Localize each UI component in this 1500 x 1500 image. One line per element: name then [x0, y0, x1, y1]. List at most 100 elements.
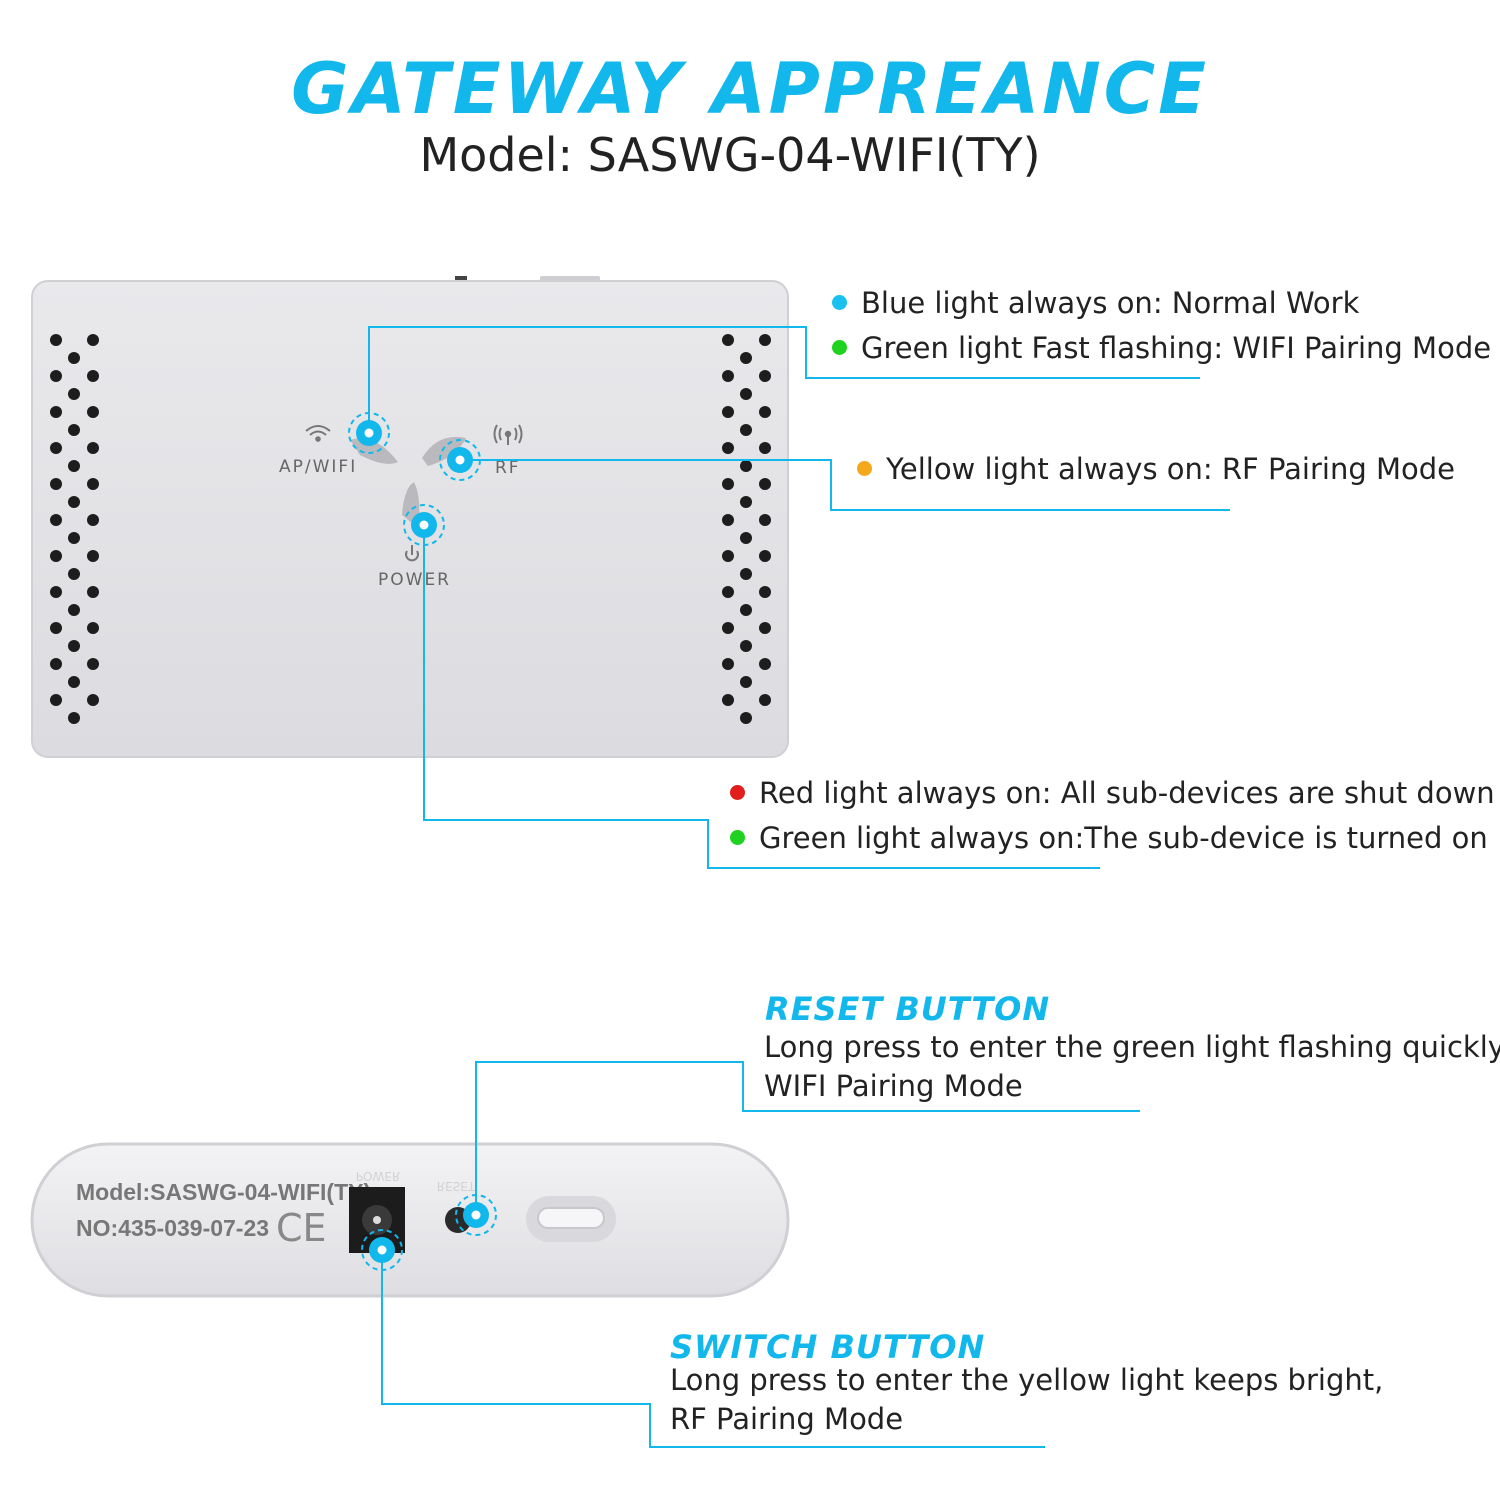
vent-hole — [740, 532, 752, 544]
vent-hole — [759, 334, 771, 346]
gateway-side-body — [30, 1142, 790, 1298]
vent-hole — [68, 496, 80, 508]
vent-hole — [87, 622, 99, 634]
vent-hole — [68, 712, 80, 724]
power-leader-line — [423, 525, 1100, 869]
right-vent-holes — [722, 334, 771, 724]
vent-hole — [87, 550, 99, 562]
vent-hole — [87, 658, 99, 670]
vent-hole — [759, 442, 771, 454]
vent-hole — [759, 478, 771, 490]
switch-leader-line — [381, 1250, 1045, 1448]
power-indicator-label: POWER — [378, 570, 451, 590]
vent-hole — [759, 586, 771, 598]
green-status-dot — [730, 829, 745, 845]
vent-hole — [740, 676, 752, 688]
vent-hole — [722, 478, 734, 490]
vent-hole — [87, 514, 99, 526]
vent-hole — [50, 694, 62, 706]
vent-hole — [740, 496, 752, 508]
vent-hole — [68, 388, 80, 400]
front-panel: AP/WIFI RF POWER — [31, 276, 789, 758]
vent-hole — [722, 406, 734, 418]
vent-hole — [68, 676, 80, 688]
rf-led-lens — [422, 436, 466, 466]
vent-hole — [50, 586, 62, 598]
vent-hole — [759, 406, 771, 418]
yellow-status-dot — [857, 460, 872, 476]
reset-leader-line — [475, 1061, 1140, 1215]
wifi-callout-item: Green light Fast flashing: WIFI Pairing … — [832, 331, 1491, 365]
vent-hole — [68, 424, 80, 436]
power-icon — [405, 545, 419, 562]
vent-hole — [87, 334, 99, 346]
vent-hole — [722, 514, 734, 526]
side-serial-text: NO:435-039-07-23 — [76, 1215, 269, 1241]
vent-hole — [68, 532, 80, 544]
rf-led-marker — [439, 439, 481, 481]
reset-button-title: RESET BUTTON — [765, 990, 1051, 1028]
vent-hole — [68, 460, 80, 472]
power-callout-item: Green light always on:The sub-device is … — [730, 821, 1488, 855]
wifi-led-marker — [348, 412, 390, 454]
wifi-led-lens — [350, 438, 398, 464]
blue-status-dot — [832, 294, 847, 310]
vent-hole — [50, 622, 62, 634]
vent-hole — [50, 658, 62, 670]
wifi-indicator-label: AP/WIFI — [279, 457, 357, 477]
rf-indicator-label: RF — [495, 458, 521, 478]
vent-hole — [68, 568, 80, 580]
vent-hole — [722, 550, 734, 562]
left-vent-holes — [50, 334, 99, 724]
vent-hole — [50, 442, 62, 454]
vent-hole — [722, 442, 734, 454]
reset-button-marker — [455, 1194, 497, 1236]
reset-button-desc-line2: WIFI Pairing Mode — [764, 1069, 1023, 1103]
vent-hole — [50, 406, 62, 418]
vent-hole — [740, 568, 752, 580]
side-panel: Model:SASWG-04-WIFI(TY) NO:435-039-07-23… — [30, 1142, 790, 1298]
vent-hole — [759, 514, 771, 526]
side-model-text: Model:SASWG-04-WIFI(TY) — [76, 1179, 371, 1205]
reset-button-desc-line1: Long press to enter the green light flas… — [764, 1030, 1500, 1064]
vent-hole — [722, 694, 734, 706]
vent-hole — [50, 334, 62, 346]
vent-hole — [87, 442, 99, 454]
switch-button-title: SWITCH BUTTON — [670, 1328, 986, 1366]
wifi-callout-item: Blue light always on: Normal Work — [832, 286, 1359, 320]
vent-hole — [740, 352, 752, 364]
vent-hole — [740, 388, 752, 400]
wifi-icon — [305, 425, 331, 442]
switch-button-marker — [361, 1229, 403, 1271]
switch-button-desc-line2: RF Pairing Mode — [670, 1402, 904, 1436]
vent-hole — [722, 622, 734, 634]
vent-hole — [87, 478, 99, 490]
wifi-leader-line — [368, 326, 1200, 433]
red-status-dot — [730, 784, 745, 800]
leader-lines-side — [381, 1061, 1140, 1448]
vent-hole — [87, 586, 99, 598]
green-status-dot — [832, 339, 847, 355]
vent-hole — [740, 460, 752, 472]
vent-hole — [722, 334, 734, 346]
vent-hole — [87, 406, 99, 418]
antenna-icon — [493, 424, 523, 445]
vent-hole — [740, 712, 752, 724]
vent-hole — [722, 658, 734, 670]
rf-callout-item: Yellow light always on: RF Pairing Mode — [857, 452, 1455, 486]
top-notch — [455, 276, 467, 282]
vent-hole — [759, 550, 771, 562]
vent-hole — [87, 694, 99, 706]
vent-hole — [759, 694, 771, 706]
vent-hole — [50, 514, 62, 526]
vent-hole — [740, 424, 752, 436]
vent-hole — [50, 550, 62, 562]
switch-button-inner — [537, 1207, 605, 1229]
vent-hole — [68, 604, 80, 616]
power-callout-item: Red light always on: All sub-devices are… — [730, 776, 1495, 810]
switch-button-desc-line1: Long press to enter the yellow light kee… — [670, 1363, 1384, 1397]
rf-leader-line — [460, 459, 1230, 511]
vent-hole — [759, 622, 771, 634]
vent-hole — [68, 352, 80, 364]
